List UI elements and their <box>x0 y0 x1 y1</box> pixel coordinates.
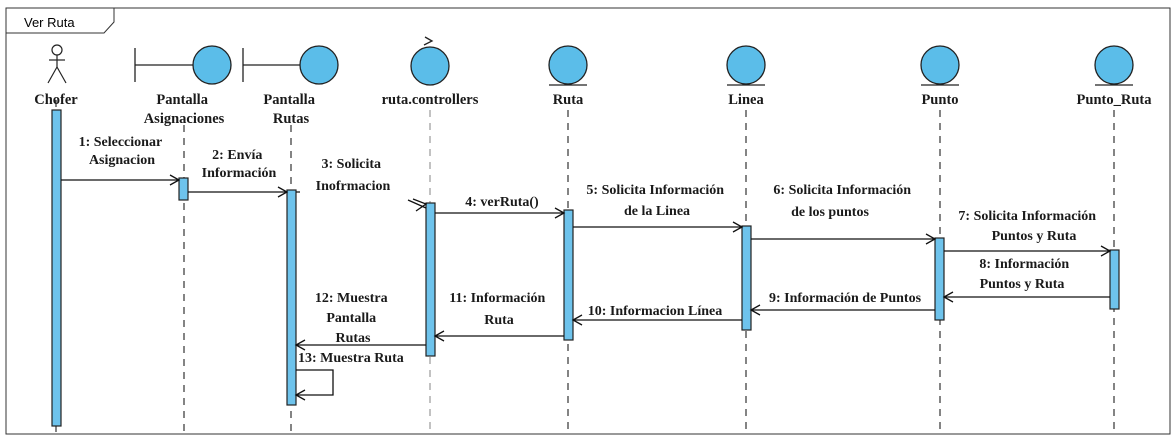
message-12: 12: Muestra Pantalla Rutas <box>294 291 426 351</box>
message-4: 4: verRuta() <box>435 195 566 219</box>
lifeline-label-pantalla-asignaciones: Pantalla Asignaciones <box>144 92 225 127</box>
lifeline-label-linea: Linea <box>728 92 764 108</box>
entity-punto-ruta: Punto_Ruta <box>1077 45 1153 108</box>
entity-punto: Punto <box>920 45 960 108</box>
frame-title-tab <box>6 8 115 34</box>
diagram-frame <box>5 7 1171 435</box>
message-13: 13: Muestra Ruta <box>294 351 404 401</box>
entity-ruta: Ruta <box>548 45 588 108</box>
entity-icon <box>1094 45 1134 86</box>
boundary-icon <box>242 45 339 85</box>
lifeline-label-punto: Punto <box>921 92 958 108</box>
message-1-label: 1: Seleccionar Asignacion <box>79 135 166 168</box>
activation-pantalla-rutas <box>286 189 297 406</box>
message-8-label: 8: Información Puntos y Ruta <box>979 257 1072 292</box>
control-ruta-controllers: ruta.controllers <box>382 36 479 108</box>
message-12-label: 12: Muestra Pantalla Rutas <box>315 291 391 346</box>
entity-linea: Linea <box>726 45 766 108</box>
frame-title: Ver Ruta <box>24 15 75 30</box>
actor-icon <box>47 44 67 84</box>
message-6: 6: Solicita Información de los puntos <box>751 183 937 245</box>
message-8: 8: Información Puntos y Ruta <box>942 257 1110 303</box>
message-4-label: 4: verRuta() <box>465 195 539 210</box>
lifeline-label-pantalla-rutas: Pantalla Rutas <box>263 92 318 127</box>
message-7: 7: Solicita Información Puntos y Ruta <box>944 209 1112 257</box>
message-2: 2: Envía Información <box>188 148 289 198</box>
message-11: 11: Información Ruta <box>433 291 564 342</box>
message-9-label: 9: Información de Puntos <box>769 291 922 306</box>
activation-pantalla-asignaciones <box>178 177 189 201</box>
activation-linea <box>741 225 752 331</box>
boundary-pantalla-rutas: Pantalla Rutas <box>242 45 339 127</box>
message-3-label: 3: Solicita Inofrmacion <box>316 157 391 194</box>
boundary-icon <box>134 45 232 85</box>
activation-ruta <box>563 209 574 341</box>
lifeline-label-chofer: Chofer <box>34 92 78 108</box>
entity-icon <box>920 45 960 86</box>
entity-icon <box>548 45 588 86</box>
message-10-label: 10: Informacion Línea <box>588 304 723 319</box>
activation-punto-ruta <box>1109 249 1120 310</box>
message-9: 9: Información de Puntos <box>749 291 935 316</box>
message-3: 3: Solicita Inofrmacion <box>296 157 428 212</box>
message-10: 10: Informacion Línea <box>571 304 742 326</box>
activation-chofer <box>51 109 62 427</box>
message-2-label: 2: Envía Información <box>202 148 277 181</box>
activation-punto <box>934 237 945 321</box>
message-5-label: 5: Solicita Información de la Linea <box>586 183 727 219</box>
lifeline-label-ruta-controllers: ruta.controllers <box>382 92 479 108</box>
lifeline-label-ruta: Ruta <box>553 92 584 108</box>
control-icon <box>410 36 450 86</box>
activation-ruta-controllers <box>425 202 436 357</box>
boundary-pantalla-asignaciones: Pantalla Asignaciones <box>134 45 232 127</box>
message-7-label: 7: Solicita Información Puntos y Ruta <box>958 209 1099 244</box>
message-5: 5: Solicita Información de la Linea <box>573 183 744 233</box>
message-1: 1: Seleccionar Asignacion <box>61 135 181 186</box>
actor-chofer: Chofer <box>34 44 78 108</box>
message-11-label: 11: Información Ruta <box>449 291 549 328</box>
entity-icon <box>726 45 766 86</box>
message-6-label: 6: Solicita Información de los puntos <box>773 183 914 220</box>
lifeline-label-punto-ruta: Punto_Ruta <box>1077 92 1153 108</box>
message-13-label: 13: Muestra Ruta <box>298 351 404 366</box>
